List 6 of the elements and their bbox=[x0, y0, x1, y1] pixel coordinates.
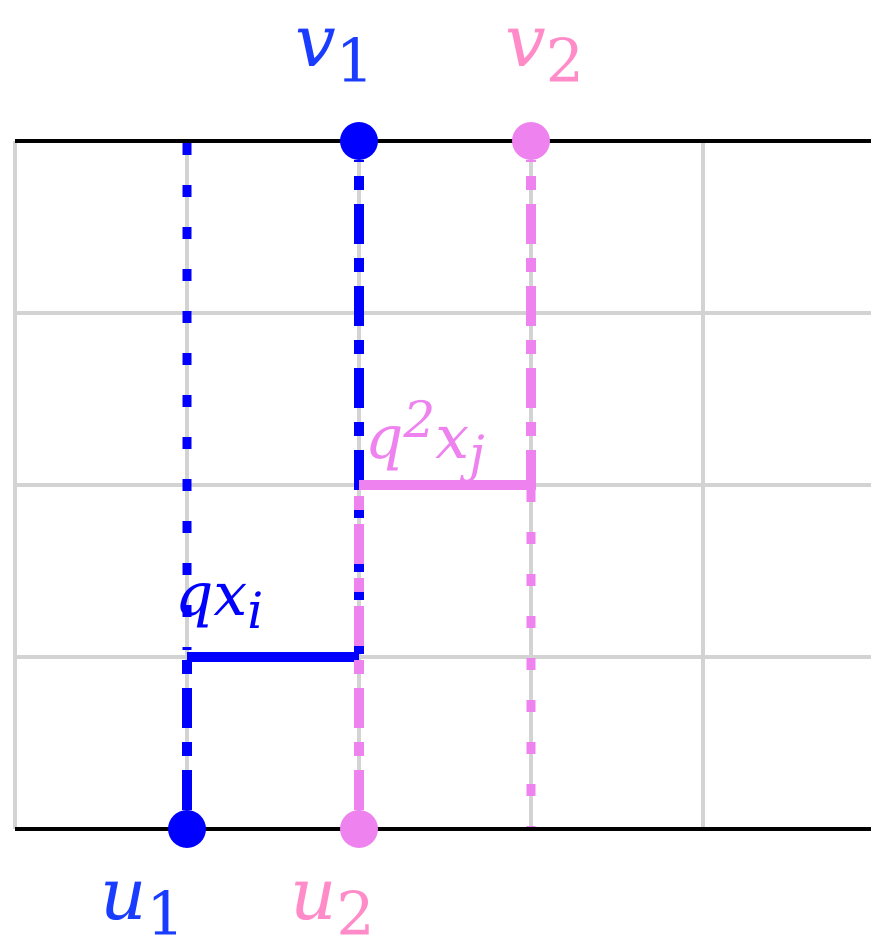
lattice-path bbox=[354, 160, 536, 810]
vertex-label: u$_{1}$ bbox=[100, 858, 185, 943]
vertex-label: u$_{2}$ bbox=[290, 858, 375, 943]
vertex-label: v$_{1}$ bbox=[295, 5, 374, 92]
lattice-path bbox=[182, 160, 364, 810]
vertex-label: v$_{2}$ bbox=[505, 5, 584, 92]
